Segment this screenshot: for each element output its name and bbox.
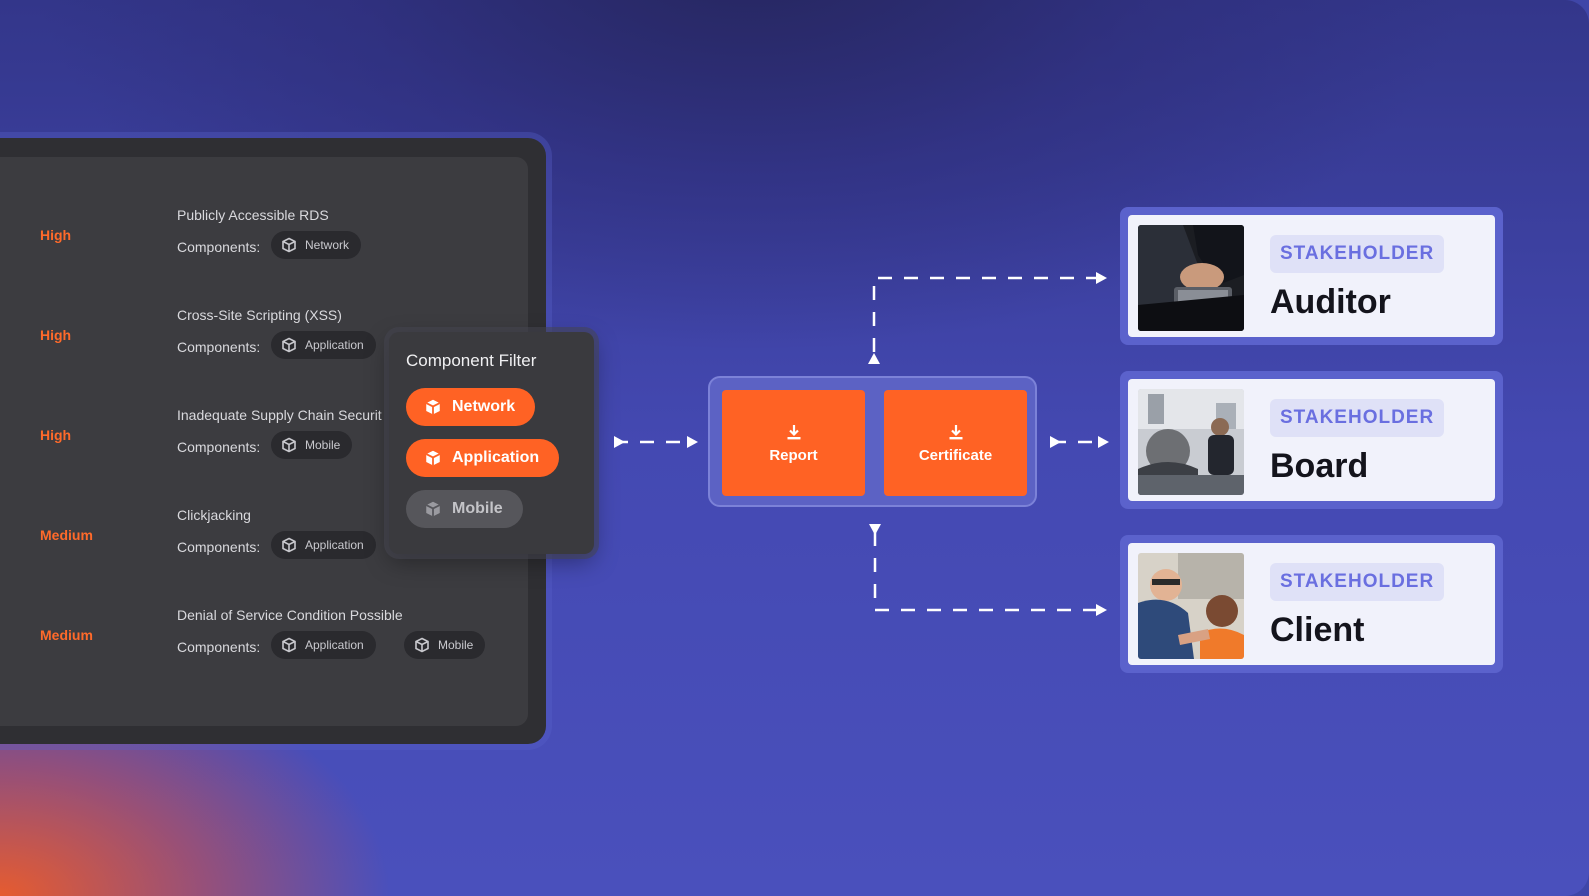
finding-row[interactable]: Medium Clickjacking Components: Applicat… — [0, 507, 540, 587]
stakeholder-role: Auditor — [1270, 283, 1391, 321]
finding-row[interactable]: High Inadequate Supply Chain Securit Com… — [0, 407, 540, 487]
component-chip: Application — [271, 531, 376, 559]
chip-label: Mobile — [438, 638, 474, 652]
severity-label: Medium — [40, 527, 93, 543]
report-button[interactable]: Report — [722, 390, 865, 496]
severity-label: High — [40, 227, 72, 243]
component-chip: Mobile — [404, 631, 486, 659]
export-box: Report Certificate — [708, 376, 1037, 507]
package-icon — [425, 450, 441, 466]
stakeholder-badge: STAKEHOLDER — [1270, 563, 1445, 601]
auditor-photo — [1138, 225, 1244, 331]
chip-label: Application — [305, 538, 364, 552]
chip-label: Application — [305, 638, 364, 652]
client-photo — [1138, 553, 1244, 659]
components-label: Components: — [177, 239, 261, 255]
stakeholder-card-client[interactable]: STAKEHOLDER Client — [1120, 535, 1503, 673]
package-icon — [425, 501, 441, 517]
stakeholder-badge: STAKEHOLDER — [1270, 235, 1445, 273]
component-filter-popup: Component Filter Network Application Mob… — [389, 332, 594, 554]
component-chip: Mobile — [271, 431, 353, 459]
download-icon — [787, 424, 800, 439]
component-chip: Application — [271, 331, 376, 359]
card-body: STAKEHOLDER Board — [1128, 379, 1495, 501]
card-body: STAKEHOLDER Client — [1128, 543, 1495, 665]
finding-row[interactable]: Medium Denial of Service Condition Possi… — [0, 607, 540, 687]
report-label: Report — [769, 446, 818, 464]
stakeholder-badge: STAKEHOLDER — [1270, 399, 1445, 437]
stakeholder-card-auditor[interactable]: STAKEHOLDER Auditor — [1120, 207, 1503, 345]
package-icon — [282, 337, 296, 353]
download-icon — [949, 424, 962, 439]
severity-label: High — [40, 427, 72, 443]
finding-title: Denial of Service Condition Possible — [177, 607, 403, 623]
package-icon — [425, 399, 441, 415]
filter-option-label: Application — [452, 449, 540, 466]
finding-title: Inadequate Supply Chain Securit — [177, 407, 382, 423]
severity-label: Medium — [40, 627, 93, 643]
package-icon — [282, 237, 296, 253]
stakeholder-card-board[interactable]: STAKEHOLDER Board — [1120, 371, 1503, 509]
certificate-label: Certificate — [918, 446, 993, 464]
components-label: Components: — [177, 339, 261, 355]
filter-title: Component Filter — [406, 351, 537, 370]
stakeholder-role: Board — [1270, 447, 1369, 485]
filter-option-application[interactable]: Application — [406, 439, 560, 477]
finding-row[interactable]: High Cross-Site Scripting (XSS) Componen… — [0, 307, 540, 387]
certificate-button[interactable]: Certificate — [884, 390, 1027, 496]
board-photo — [1138, 389, 1244, 495]
finding-row[interactable]: High Publicly Accessible RDS Components:… — [0, 207, 540, 287]
filter-option-label: Network — [452, 398, 516, 415]
finding-title: Publicly Accessible RDS — [177, 207, 329, 223]
component-chip: Application — [271, 631, 376, 659]
finding-title: Cross-Site Scripting (XSS) — [177, 307, 342, 323]
filter-option-network[interactable]: Network — [406, 388, 536, 426]
components-label: Components: — [177, 439, 261, 455]
package-icon — [282, 537, 296, 553]
finding-title: Clickjacking — [177, 507, 251, 523]
severity-label: High — [40, 327, 72, 343]
chip-label: Application — [305, 338, 364, 352]
card-body: STAKEHOLDER Auditor — [1128, 215, 1495, 337]
package-icon — [415, 637, 429, 653]
chip-label: Mobile — [305, 438, 341, 452]
components-label: Components: — [177, 539, 261, 555]
filter-option-label: Mobile — [452, 500, 503, 517]
chip-label: Network — [305, 238, 350, 252]
component-chip: Network — [271, 231, 362, 259]
package-icon — [282, 637, 296, 653]
filter-option-mobile[interactable]: Mobile — [406, 490, 523, 528]
components-label: Components: — [177, 639, 261, 655]
stakeholder-role: Client — [1270, 611, 1365, 649]
package-icon — [282, 437, 296, 453]
